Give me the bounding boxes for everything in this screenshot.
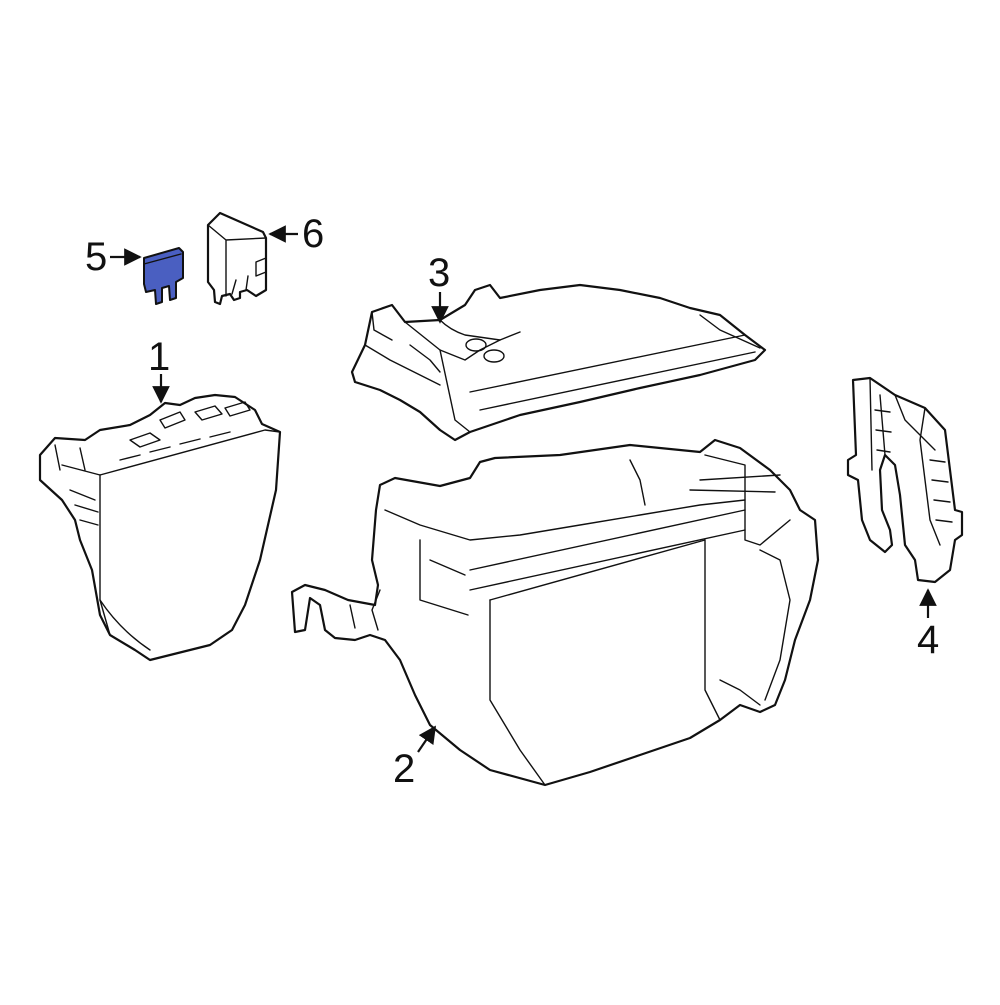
part-1-fuse-block[interactable] [38,393,282,662]
callout-label-4: 4 [917,618,939,662]
part-5-fuse[interactable] [143,247,184,305]
callout-3: 3 [428,251,450,324]
callout-1: 1 [148,335,170,404]
callout-4: 4 [917,588,939,662]
callout-arrow-2 [417,725,436,753]
fuse-body [143,247,184,305]
callout-label-2: 2 [393,747,415,791]
part-2-housing[interactable] [290,438,820,787]
callout-label-3: 3 [428,251,450,295]
callout-6: 6 [268,212,324,256]
callout-5: 5 [85,235,142,279]
part-6-relay[interactable] [206,211,268,306]
part-4-bracket[interactable] [846,376,964,584]
part-3-cover[interactable] [350,283,767,442]
fuse-top-edge [143,253,182,265]
callout-2: 2 [393,725,436,791]
callout-label-5: 5 [85,235,107,279]
callout-label-6: 6 [302,212,324,256]
callout-label-1: 1 [148,335,170,379]
